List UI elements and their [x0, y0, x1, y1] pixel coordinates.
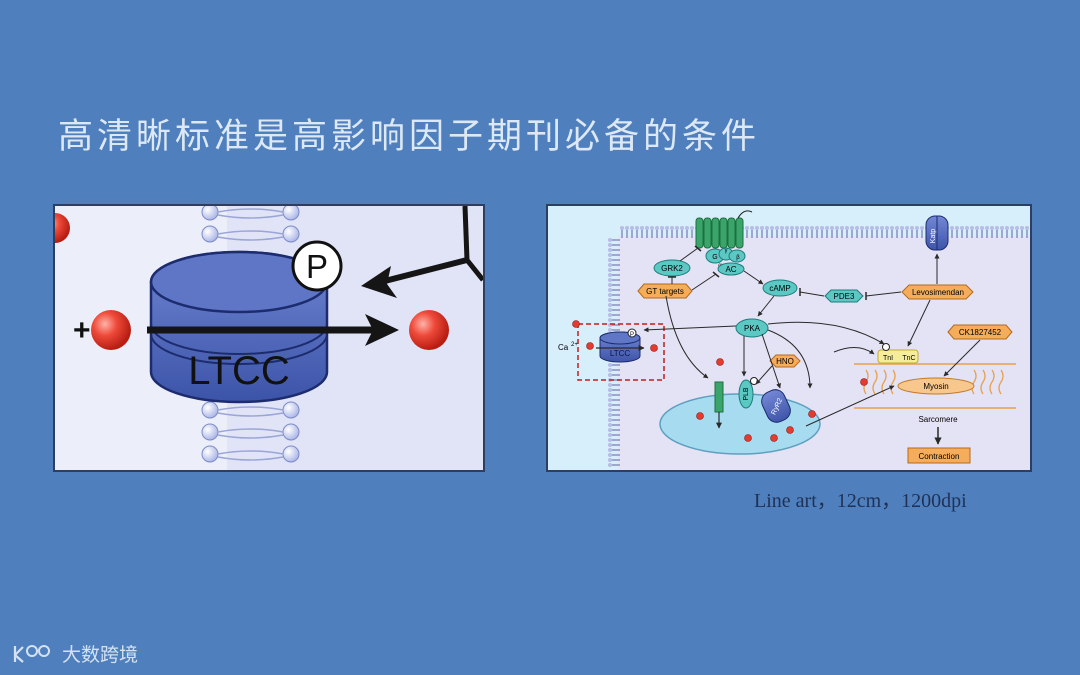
brand-logo-icon	[12, 643, 56, 665]
camp-label: cAMP	[769, 284, 790, 293]
pde3-label: PDE3	[834, 292, 855, 301]
g-beta-label: β	[736, 255, 740, 261]
ltcc-zoom-illustration: LTCC P +	[55, 206, 483, 470]
g-gamma-label: γ	[725, 248, 728, 254]
myosin-label: Myosin	[923, 382, 948, 391]
ltcc-label: LTCC	[188, 349, 289, 393]
sarcomere-label: Sarcomere	[918, 415, 958, 424]
ac-label: AC	[725, 265, 736, 274]
contraction-label: Contraction	[919, 452, 960, 461]
serca-pump	[715, 382, 723, 412]
ltcc-zoom-panel: LTCC P +	[53, 204, 485, 472]
plus-sign: +	[73, 314, 91, 347]
calcium-ion-outside	[91, 310, 131, 350]
ltcc-small-label: LTCC	[610, 349, 631, 358]
levosimendan-label: Levosimendan	[912, 288, 964, 297]
tni-label: TnI	[883, 355, 893, 362]
ck1827452-label: CK1827452	[959, 328, 1002, 337]
ltcc-phospho-label: P	[630, 332, 634, 338]
sarcoplasmic-reticulum	[660, 394, 820, 454]
katp-label: Katp	[930, 229, 937, 244]
cardiac-pathway-diagram: G α γ β AC GRK2 GT targets cAMP PDE3 Lev…	[548, 206, 1030, 470]
gt-targets-label: GT targets	[646, 287, 684, 296]
plb-label: PLB	[743, 387, 750, 401]
calcium-label: Ca	[558, 343, 569, 352]
slide-title: 高清晰标准是高影响因子期刊必备的条件	[58, 108, 760, 159]
zoom-phospho-label: P	[306, 248, 328, 285]
image-caption: Line art，12cm，1200dpi	[754, 484, 967, 513]
watermark-text: 大数跨境	[62, 640, 138, 667]
grk2-label: GRK2	[661, 264, 683, 273]
watermark: 大数跨境	[12, 640, 138, 667]
calcium-charge-label: 2+	[571, 342, 578, 348]
hno-label: HNO	[776, 357, 794, 366]
pka-label: PKA	[744, 324, 761, 333]
tnc-label: TnC	[902, 355, 915, 362]
calcium-ion-inside	[409, 310, 449, 350]
pathway-panel: G α γ β AC GRK2 GT targets cAMP PDE3 Lev…	[546, 204, 1032, 472]
g-protein-label: G	[712, 254, 717, 261]
